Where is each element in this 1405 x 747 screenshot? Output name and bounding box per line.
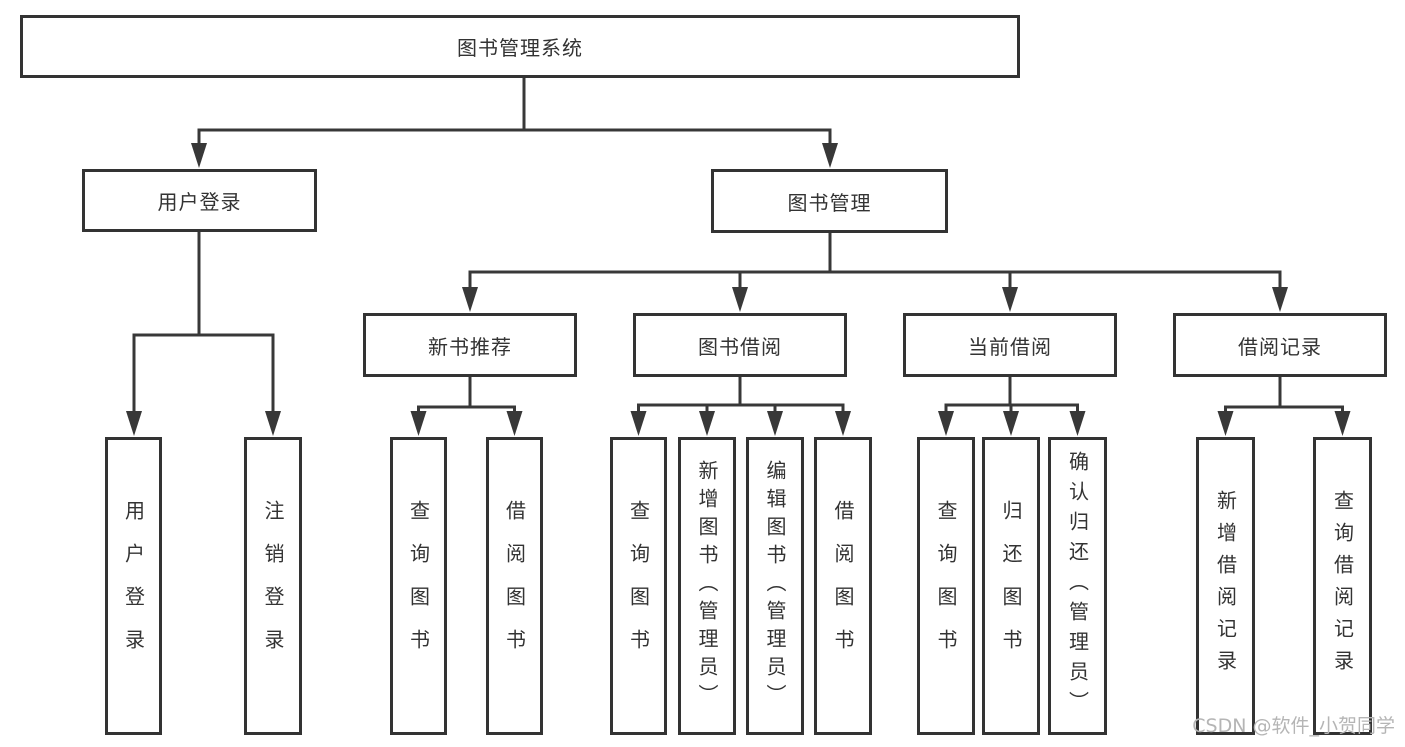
node-borrow-records: 借阅记录 — [1173, 313, 1387, 377]
node-new-book-recommend-label: 新书推荐 — [428, 334, 512, 359]
leaf-user-login-label: 用户登录 — [121, 500, 146, 672]
leaf-borrow-books-label: 借阅图书 — [831, 500, 855, 672]
node-user-login-label: 用户登录 — [157, 190, 242, 214]
leaf-borrow-books-recommend-label: 借阅图书 — [502, 500, 527, 672]
leaf-logout: 注销登录 — [244, 437, 302, 735]
leaf-query-borrow-record-label: 查询借阅记录 — [1330, 490, 1355, 682]
node-current-borrow-label: 当前借阅 — [968, 334, 1052, 359]
leaf-return-books: 归还图书 — [982, 437, 1040, 735]
leaf-query-books-current-label: 查询图书 — [934, 500, 958, 672]
leaf-query-borrow-record: 查询借阅记录 — [1313, 437, 1372, 735]
node-book-borrow: 图书借阅 — [633, 313, 847, 377]
leaf-query-books-recommend: 查询图书 — [390, 437, 447, 735]
leaf-edit-books-admin-label: 编辑图书（管理员） — [763, 460, 787, 712]
leaf-logout-label: 注销登录 — [261, 500, 285, 672]
leaf-edit-books-admin: 编辑图书（管理员） — [746, 437, 804, 735]
leaf-add-borrow-record-label: 新增借阅记录 — [1213, 490, 1238, 682]
leaf-query-books-current: 查询图书 — [917, 437, 975, 735]
leaf-borrow-books-recommend: 借阅图书 — [486, 437, 543, 735]
leaf-return-books-label: 归还图书 — [999, 500, 1023, 672]
leaf-user-login: 用户登录 — [105, 437, 162, 735]
node-current-borrow: 当前借阅 — [903, 313, 1117, 377]
node-root-system-label: 图书管理系统 — [457, 36, 583, 60]
leaf-confirm-return-admin-label: 确认归还（管理员） — [1065, 451, 1090, 721]
node-root-system: 图书管理系统 — [20, 15, 1020, 78]
node-new-book-recommend: 新书推荐 — [363, 313, 577, 377]
leaf-borrow-books: 借阅图书 — [814, 437, 872, 735]
node-book-management: 图书管理 — [711, 169, 948, 233]
node-book-management-label: 图书管理 — [787, 190, 872, 215]
leaf-query-books-recommend-label: 查询图书 — [406, 500, 431, 672]
node-user-login: 用户登录 — [82, 169, 317, 232]
watermark: CSDN @软件_小贺同学 — [1192, 715, 1395, 737]
leaf-confirm-return-admin: 确认归还（管理员） — [1048, 437, 1107, 735]
leaf-query-books-borrow: 查询图书 — [610, 437, 667, 735]
node-borrow-records-label: 借阅记录 — [1238, 334, 1322, 359]
leaf-add-books-admin: 新增图书（管理员） — [678, 437, 736, 735]
leaf-add-books-admin-label: 新增图书（管理员） — [695, 460, 719, 712]
node-book-borrow-label: 图书借阅 — [698, 334, 782, 359]
leaf-query-books-borrow-label: 查询图书 — [626, 500, 651, 672]
leaf-add-borrow-record: 新增借阅记录 — [1196, 437, 1255, 735]
